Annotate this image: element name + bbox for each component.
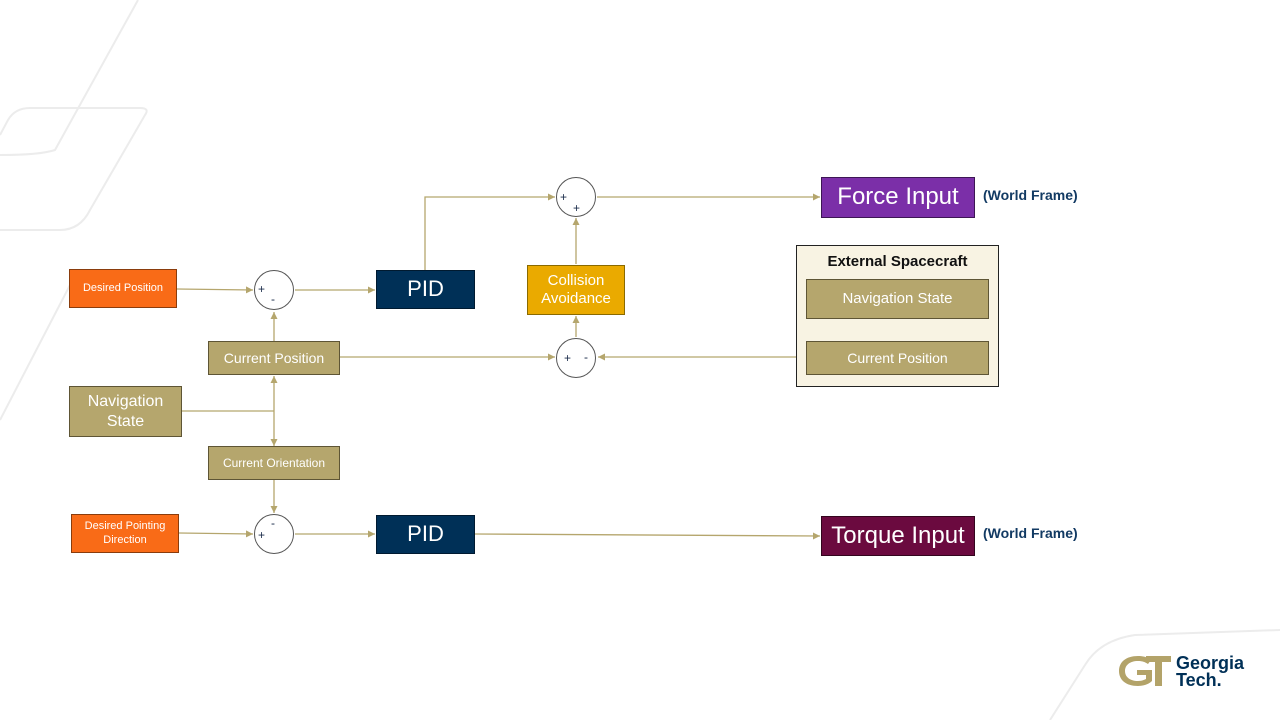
position-error-sum: + - [254,270,294,310]
desired-pointing-direction-block: Desired Pointing Direction [71,514,179,553]
external-spacecraft-title: External Spacecraft [827,253,968,270]
logo-line1: Georgia [1176,653,1245,673]
sum-sign-plus: + [573,201,581,215]
relative-position-sum: + - [556,338,596,378]
force-input-block: Force Input [821,177,975,218]
pid-orientation-block: PID [376,515,475,554]
connector-pointing-to-sum [178,530,254,538]
sum-sign-minus: - [271,292,275,306]
force-frame-label: (World Frame) [983,187,1078,203]
gt-monogram-icon [1119,656,1171,686]
collision-avoidance-block: Collision Avoidance [527,265,625,315]
current-orientation-block: Current Orientation [208,446,340,480]
logo-line2: Tech. [1176,670,1222,690]
sum-sign-plus: + [258,282,266,296]
desired-position-block: Desired Position [69,269,177,308]
pid-position-block: PID [376,270,475,309]
external-spacecraft-group: External Spacecraft Navigation State Cur… [796,245,999,387]
torque-frame-label: (World Frame) [983,525,1078,541]
external-current-position-block: Current Position [806,341,989,375]
connector-pid-to-force-sum [424,193,555,270]
navigation-state-block: Navigation State [69,386,182,437]
sum-sign-plus: + [258,528,266,542]
sum-sign-plus: + [564,351,572,365]
sum-sign-minus: - [584,350,588,364]
connector-desired-to-sum [176,286,254,294]
sum-sign-minus: - [271,516,275,530]
torque-input-block: Torque Input [821,516,975,556]
georgia-tech-logo: Georgia Tech. [1116,652,1251,690]
force-sum: + + [556,177,596,217]
connector-pid-to-torque [474,532,821,540]
current-position-block: Current Position [208,341,340,375]
external-navigation-state-block: Navigation State [806,279,989,319]
sum-sign-plus: + [560,190,568,204]
orientation-error-sum: - + [254,514,294,554]
